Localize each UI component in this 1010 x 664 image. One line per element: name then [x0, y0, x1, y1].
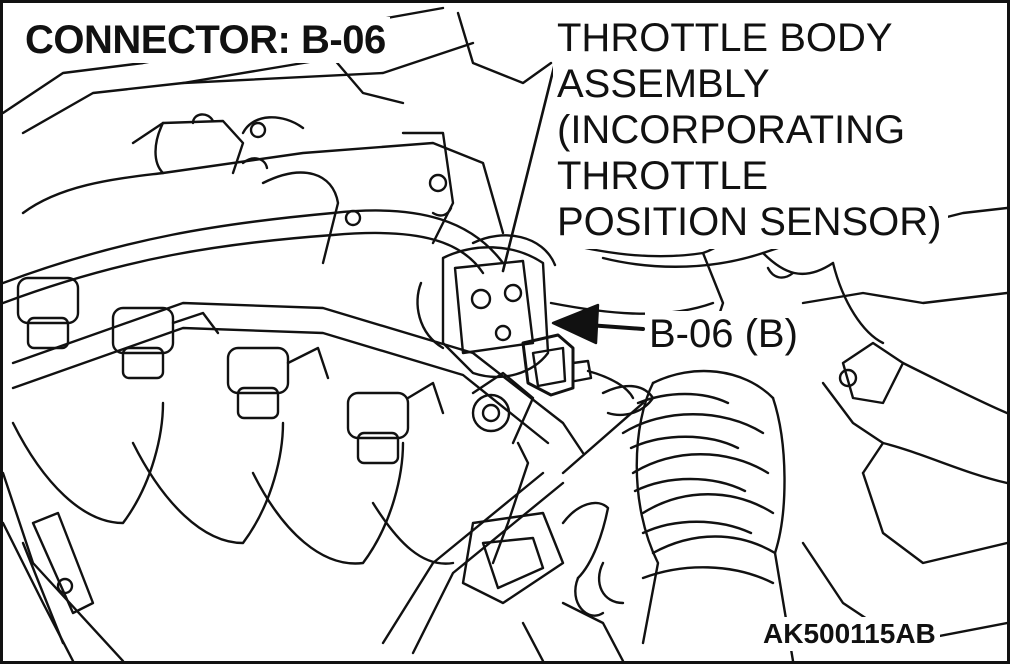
right-side-components [791, 206, 1007, 645]
ignition-coils [16, 276, 445, 465]
callout-line: ASSEMBLY [557, 62, 770, 106]
lower-components [461, 511, 625, 661]
callout-leader-line [501, 61, 557, 273]
intake-runners [3, 401, 455, 661]
fuel-rail [3, 209, 585, 655]
wiring-harness [491, 384, 655, 617]
connector-label: B-06 (B) [645, 311, 802, 357]
figure-id: AK500115AB [759, 617, 940, 651]
connector-b06 [521, 333, 635, 400]
component-callout: THROTTLE BODY ASSEMBLY (INCORPORATING TH… [553, 15, 948, 249]
air-intake-hose [621, 369, 795, 661]
throttle-body [416, 234, 557, 445]
callout-line: (INCORPORATING [557, 108, 906, 152]
connector-arrow [551, 303, 645, 345]
callout-line: THROTTLE BODY [557, 16, 893, 60]
callout-line: THROTTLE [557, 154, 769, 198]
connector-title: CONNECTOR: B-06 [21, 17, 390, 63]
callout-line: POSITION SENSOR) [557, 200, 942, 244]
